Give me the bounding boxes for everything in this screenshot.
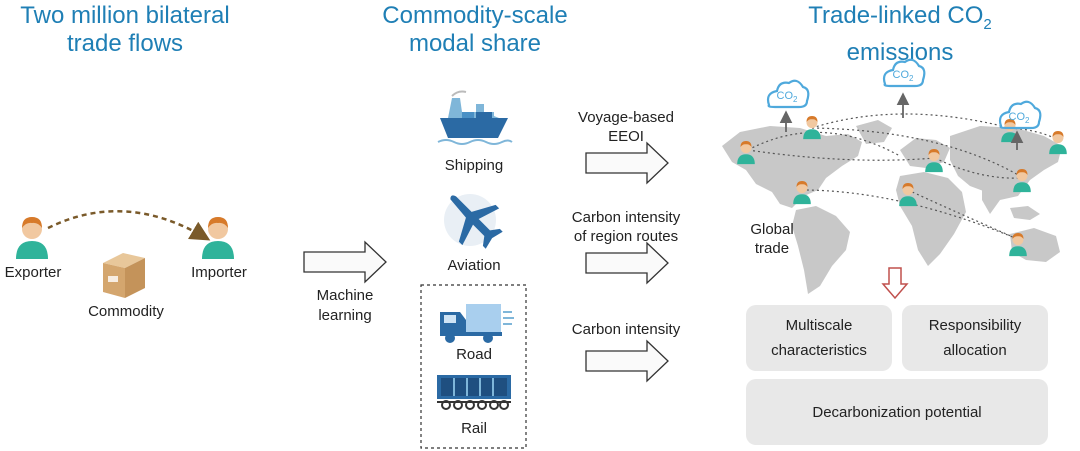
world-map	[722, 120, 1062, 294]
machine-learning-label: Machine learning	[316, 287, 374, 324]
co2-cloud-label-3: CO2	[1008, 111, 1030, 126]
voyage-eeoi-label: Voyage-based EEOI	[578, 109, 674, 145]
multiscale-box: Multiscale characteristics	[746, 305, 892, 371]
heading-trade-flows: Two million bilateral trade flows	[20, 2, 230, 57]
down-arrow-results	[881, 267, 909, 300]
carbon-intensity-label: Carbon intensity	[571, 321, 681, 338]
heading-emissions: Trade-linked CO2 emissions	[808, 2, 992, 66]
commodity-box-icon	[103, 253, 145, 298]
arrow-shipping	[585, 141, 669, 185]
shipping-ship-icon	[437, 90, 513, 145]
aviation-plane-icon	[444, 194, 503, 249]
co2-cloud-label-2: CO2	[892, 69, 914, 84]
co2-cloud-label-1: CO2	[776, 90, 798, 105]
importer-label: Importer	[191, 264, 247, 281]
arrow-machine-learning	[303, 240, 387, 284]
region-routes-label: Carbon intensity of region routes	[571, 209, 681, 245]
arrow-aviation	[585, 241, 669, 285]
heading-modal-share: Commodity-scale modal share	[382, 2, 568, 57]
responsibility-box: Responsibility allocation	[902, 305, 1048, 371]
aviation-label: Aviation	[447, 257, 501, 274]
commodity-label: Commodity	[88, 303, 164, 320]
co2-cloud-icon-2	[882, 58, 926, 88]
land-modes-group	[420, 284, 527, 449]
importer-person-icon	[202, 217, 234, 259]
exporter-label: Exporter	[4, 264, 62, 281]
trade-flow-arc	[47, 209, 211, 241]
arrow-road-rail	[585, 339, 669, 383]
shipping-label: Shipping	[444, 157, 504, 174]
global-trade-label: Global trade	[750, 221, 794, 257]
rail-train-icon	[437, 375, 511, 410]
road-truck-icon	[440, 304, 514, 343]
co2-cloud-icon-1	[766, 79, 810, 109]
exporter-person-icon	[16, 217, 48, 259]
road-label: Road	[456, 346, 492, 363]
rail-label: Rail	[461, 420, 487, 437]
co2-cloud-icon-3	[998, 100, 1042, 130]
decarbonization-box: Decarbonization potential	[746, 379, 1048, 445]
